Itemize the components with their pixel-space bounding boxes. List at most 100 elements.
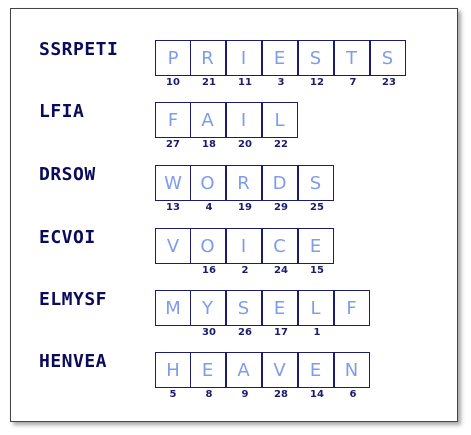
scrambled-word: HENVEA bbox=[39, 351, 108, 372]
letter-box[interactable]: A bbox=[189, 102, 226, 138]
letter-box[interactable]: S bbox=[297, 40, 334, 76]
cell-number: 27 bbox=[166, 139, 180, 150]
letter-box[interactable]: E bbox=[261, 290, 298, 326]
cell-number: 8 bbox=[205, 389, 213, 400]
letter-cell[interactable]: F bbox=[333, 290, 371, 326]
scrambled-word: LFIA bbox=[39, 101, 85, 122]
cell-number: 14 bbox=[310, 389, 324, 400]
letter-box[interactable]: E bbox=[189, 352, 226, 388]
letter-box[interactable]: D bbox=[261, 165, 298, 201]
letter-box[interactable]: E bbox=[297, 352, 334, 388]
cell-number: 2 bbox=[241, 265, 249, 276]
cell-number: 30 bbox=[202, 327, 216, 338]
letter-box[interactable]: T bbox=[333, 40, 370, 76]
cell-number: 7 bbox=[349, 77, 357, 88]
letter-box[interactable]: F bbox=[333, 290, 370, 326]
cell-number: 25 bbox=[310, 202, 324, 213]
scrambled-word: DRSOW bbox=[39, 164, 96, 185]
letter-box[interactable]: Y bbox=[189, 290, 226, 326]
cell-number: 15 bbox=[310, 265, 324, 276]
letter-box[interactable]: R bbox=[225, 165, 262, 201]
letter-box[interactable]: H bbox=[155, 352, 191, 388]
letter-box[interactable]: A bbox=[225, 352, 262, 388]
letter-box[interactable]: V bbox=[155, 228, 191, 264]
letter-box[interactable]: O bbox=[189, 165, 226, 201]
letter-box[interactable]: I bbox=[225, 228, 262, 264]
letter-box[interactable]: N bbox=[333, 352, 370, 388]
cell-number: 6 bbox=[349, 389, 357, 400]
cell-number: 29 bbox=[274, 202, 288, 213]
letter-box[interactable]: S bbox=[369, 40, 406, 76]
scrambled-word: SSRPETI bbox=[39, 39, 119, 60]
letter-box[interactable]: C bbox=[261, 228, 298, 264]
cell-number: 28 bbox=[274, 389, 288, 400]
letter-box[interactable]: W bbox=[155, 165, 191, 201]
letter-box[interactable]: I bbox=[225, 102, 262, 138]
letter-cell[interactable]: M bbox=[155, 290, 191, 326]
cell-number: 10 bbox=[166, 77, 180, 88]
letter-box[interactable]: F bbox=[155, 102, 191, 138]
cell-number: 20 bbox=[238, 139, 252, 150]
cell-number: 13 bbox=[166, 202, 180, 213]
letter-box[interactable]: I bbox=[225, 40, 262, 76]
cell-number: 17 bbox=[274, 327, 288, 338]
scrambled-word: ECVOI bbox=[39, 227, 96, 248]
letter-box[interactable]: V bbox=[261, 352, 298, 388]
letter-box[interactable]: S bbox=[225, 290, 262, 326]
letter-cell[interactable]: V bbox=[155, 228, 191, 264]
cell-number: 22 bbox=[274, 139, 288, 150]
letter-box[interactable]: L bbox=[261, 102, 298, 138]
letter-box[interactable]: R bbox=[189, 40, 226, 76]
letter-box[interactable]: P bbox=[155, 40, 191, 76]
letter-box[interactable]: L bbox=[297, 290, 334, 326]
letter-box[interactable]: O bbox=[189, 228, 226, 264]
cell-number: 5 bbox=[169, 389, 177, 400]
cell-number: 12 bbox=[310, 77, 324, 88]
cell-number: 24 bbox=[274, 265, 288, 276]
letter-box[interactable]: E bbox=[261, 40, 298, 76]
letter-box[interactable]: E bbox=[297, 228, 334, 264]
cell-number: 19 bbox=[238, 202, 252, 213]
letter-box[interactable]: S bbox=[297, 165, 334, 201]
letter-box[interactable]: M bbox=[155, 290, 191, 326]
